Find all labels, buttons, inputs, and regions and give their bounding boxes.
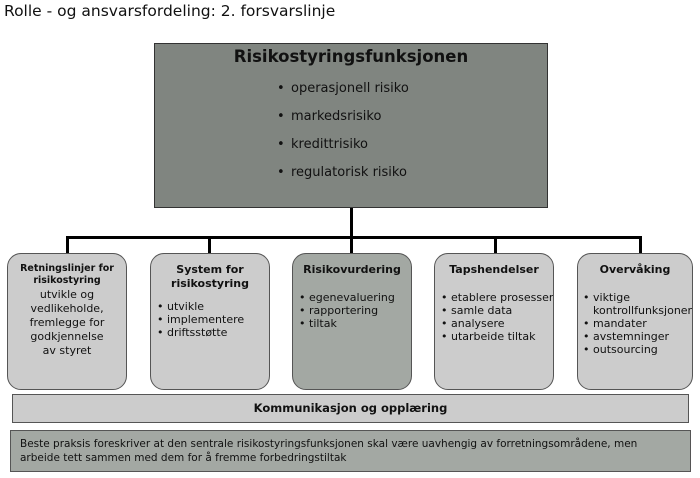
list-item: •outsourcing — [583, 343, 658, 356]
risk-assessment-box: Risikovurdering •egenevaluering •rapport… — [292, 253, 412, 390]
loss-events-box: Tapshendelser •etablere prosesser •samle… — [434, 253, 554, 390]
risk-system-box: System for risikostyring •utvikle •imple… — [150, 253, 270, 390]
list-item: •tiltak — [299, 317, 337, 330]
connector-drop-4 — [494, 236, 497, 254]
connector-drop-1 — [66, 236, 69, 254]
risk-function-box: Risikostyringsfunksjonen operasjonell ri… — [154, 43, 548, 208]
risk-system-title: System for risikostyring — [171, 263, 249, 290]
loss-events-title: Tapshendelser — [449, 263, 539, 276]
best-practice-note: Beste praksis foreskriver at den sentral… — [10, 430, 691, 472]
risk-assessment-title: Risikovurdering — [303, 263, 401, 276]
connector-drop-3 — [350, 236, 353, 254]
guidelines-title: Retningslinjer for risikostyring — [20, 263, 114, 286]
connector-horizontal — [66, 236, 642, 239]
list-item: •implementere — [157, 313, 245, 326]
list-item: •samle data — [441, 304, 513, 317]
list-item: •driftsstøtte — [157, 326, 228, 339]
list-item: •analysere — [441, 317, 505, 330]
risk-function-title: Risikostyringsfunksjonen — [233, 47, 469, 66]
risk-type-list: operasjonell risiko markedsrisiko kredit… — [277, 80, 409, 192]
monitoring-box: Overvåking •viktige kontrollfunksjoner •… — [577, 253, 693, 390]
list-item: •mandater — [583, 317, 647, 330]
risk-type-item: kredittrisiko — [277, 136, 409, 164]
guidelines-text: utvikle og vedlikeholde, fremlegge for g… — [29, 288, 105, 357]
connector-drop-2 — [208, 236, 211, 254]
page-title: Rolle - og ansvarsfordeling: 2. forsvars… — [4, 2, 336, 20]
list-item: •rapportering — [299, 304, 379, 317]
list-item: •utarbeide tiltak — [441, 330, 536, 343]
connector-drop-5 — [639, 236, 642, 254]
list-item: kontrollfunksjoner — [593, 304, 693, 317]
monitoring-list: •viktige kontrollfunksjoner •mandater •a… — [578, 291, 692, 356]
risk-type-item: operasjonell risiko — [277, 80, 409, 108]
risk-type-item: regulatorisk risiko — [277, 164, 409, 192]
list-item: •egenevaluering — [299, 291, 395, 304]
risk-system-list: •utvikle •implementere •driftsstøtte — [151, 300, 269, 339]
risk-assessment-list: •egenevaluering •rapportering •tiltak — [293, 291, 411, 330]
loss-events-list: •etablere prosesser •samle data •analyse… — [435, 291, 553, 343]
list-item: •viktige — [583, 291, 631, 304]
list-item: •etablere prosesser — [441, 291, 554, 304]
list-item: •avstemninger — [583, 330, 670, 343]
guidelines-box: Retningslinjer for risikostyring utvikle… — [7, 253, 127, 390]
risk-type-item: markedsrisiko — [277, 108, 409, 136]
connector-trunk — [350, 208, 353, 238]
list-item: •utvikle — [157, 300, 205, 313]
monitoring-title: Overvåking — [599, 263, 671, 276]
communication-bar: Kommunikasjon og opplæring — [12, 394, 689, 423]
